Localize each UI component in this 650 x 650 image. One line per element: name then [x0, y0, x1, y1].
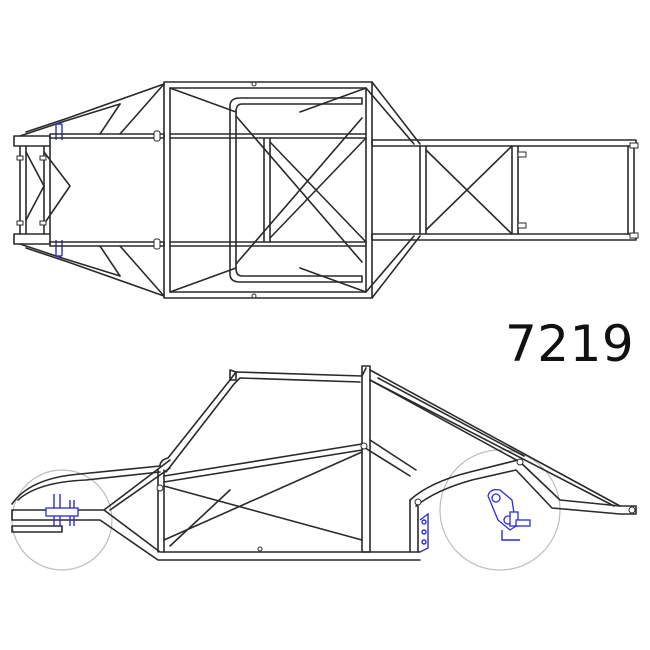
top-view-front-section [13, 83, 165, 297]
rear-suspension-assembly [419, 488, 531, 553]
side-view-roll-cage [156, 365, 417, 553]
side-view-rear-frame [369, 369, 637, 553]
top-view-rear-section [365, 81, 639, 299]
front-steering-assembly [45, 494, 79, 526]
top-view-steering-parts [55, 123, 63, 257]
side-view [11, 365, 637, 571]
rear-wheel-outline [439, 449, 561, 571]
model-number-label: 7219 [505, 315, 635, 373]
top-view [13, 81, 639, 299]
top-view-roll-cage [163, 81, 373, 299]
